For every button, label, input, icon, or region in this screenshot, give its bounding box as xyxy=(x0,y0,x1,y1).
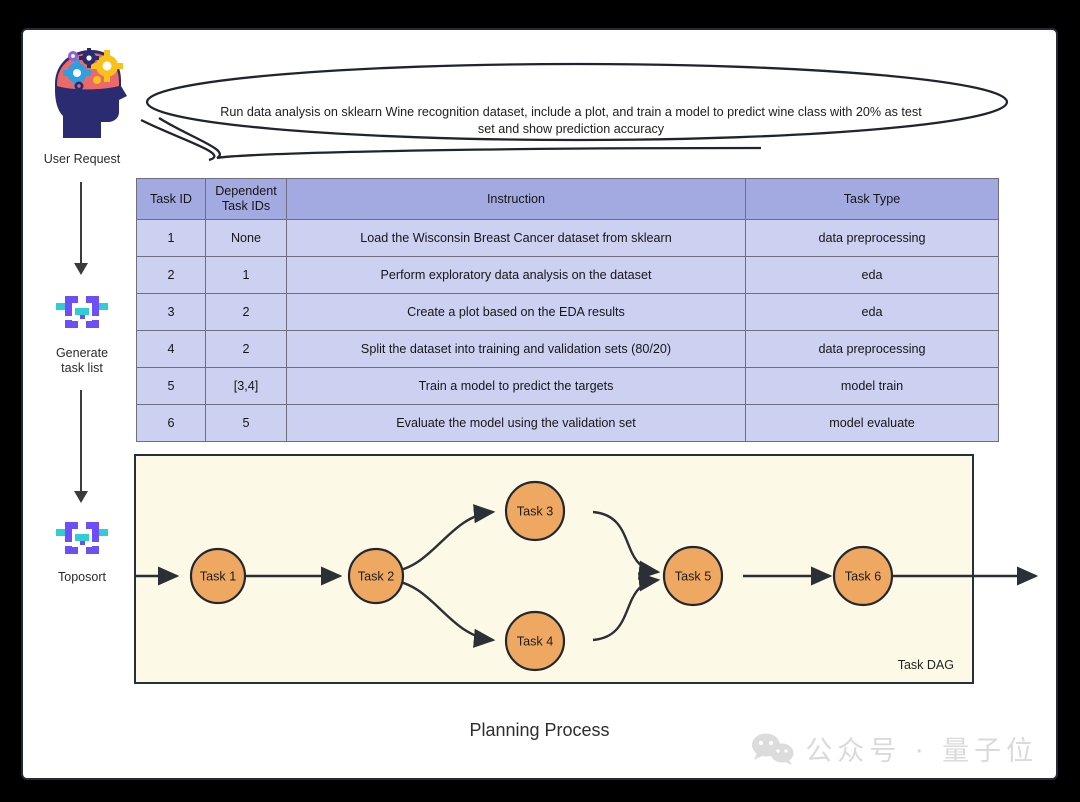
cell-task-id: 4 xyxy=(136,330,206,368)
watermark: 公众号 · 量子位 xyxy=(751,729,1038,768)
cell-task-type: eda xyxy=(745,256,999,294)
column-header-instruction: Instruction xyxy=(286,178,746,220)
dag-edge-2-3 xyxy=(389,504,496,574)
cell-task-id: 1 xyxy=(136,219,206,257)
wechat-icon xyxy=(752,733,794,765)
rail-label-line-2: task list xyxy=(61,361,103,375)
watermark-text: 公众号 · 量子位 xyxy=(805,736,1038,767)
dag-node-label: Task 5 xyxy=(675,569,711,583)
dag-node-label: Task 1 xyxy=(200,569,236,583)
cell-deps: 5 xyxy=(205,404,287,442)
dag-node-label: Task 6 xyxy=(845,569,881,583)
page-title: Planning Process xyxy=(469,720,610,740)
dag-node-task-4[interactable]: Task 4 xyxy=(504,610,566,672)
cell-instruction: Create a plot based on the EDA results xyxy=(286,293,746,331)
speech-bubble-icon xyxy=(140,62,1009,162)
cell-task-type: model train xyxy=(745,367,999,405)
user-request-bubble: Run data analysis on sklearn Wine recogn… xyxy=(121,58,1026,168)
task-list-table: Task ID Dependent Task IDs Instruction T… xyxy=(136,178,999,442)
cell-instruction: Train a model to predict the targets xyxy=(286,367,746,405)
cell-task-id: 6 xyxy=(136,404,206,442)
cell-instruction: Load the Wisconsin Breast Cancer dataset… xyxy=(286,219,746,257)
cell-task-type: data preprocessing xyxy=(745,219,999,257)
main-card: User Request xyxy=(21,28,1058,780)
cell-deps: 2 xyxy=(205,330,287,368)
table-row: 1 None Load the Wisconsin Breast Cancer … xyxy=(136,219,999,257)
dag-node-label: Task 3 xyxy=(517,504,553,518)
ai-brackets-icon xyxy=(23,292,141,337)
cell-deps: 1 xyxy=(205,256,287,294)
dag-edge-3-5 xyxy=(592,510,661,580)
dag-edge-4-5 xyxy=(592,572,661,642)
table-row: 3 2 Create a plot based on the EDA resul… xyxy=(136,293,999,331)
table-row: 5 [3,4] Train a model to predict the tar… xyxy=(136,367,999,405)
process-rail: User Request xyxy=(23,30,141,778)
column-header-dependent-task-ids: Dependent Task IDs xyxy=(205,178,287,220)
cell-task-id: 2 xyxy=(136,256,206,294)
cell-task-type: eda xyxy=(745,293,999,331)
table-header-row: Task ID Dependent Task IDs Instruction T… xyxy=(136,178,999,220)
cell-task-id: 5 xyxy=(136,367,206,405)
dag-node-task-5[interactable]: Task 5 xyxy=(662,545,724,607)
column-header-line-1: Dependent xyxy=(215,184,277,198)
cell-instruction: Perform exploratory data analysis on the… xyxy=(286,256,746,294)
cell-task-type: model evaluate xyxy=(745,404,999,442)
rail-label-generate-task-list: Generate task list xyxy=(23,346,141,376)
cell-deps: [3,4] xyxy=(205,367,287,405)
cell-instruction: Split the dataset into training and vali… xyxy=(286,330,746,368)
column-header-line-2: Task IDs xyxy=(221,199,271,213)
ai-brackets-icon-2 xyxy=(23,518,141,563)
dag-edge-2-4 xyxy=(389,578,496,648)
rail-label-toposort: Toposort xyxy=(58,570,106,584)
cell-instruction: Evaluate the model using the validation … xyxy=(286,404,746,442)
rail-label-line-1: Generate xyxy=(55,346,109,360)
dag-caption: Task DAG xyxy=(897,658,954,672)
rail-arrow-2 xyxy=(74,390,88,503)
dag-node-label: Task 4 xyxy=(517,634,553,648)
cell-deps: None xyxy=(205,219,287,257)
dag-node-task-2[interactable]: Task 2 xyxy=(347,547,405,605)
dag-node-task-6[interactable]: Task 6 xyxy=(832,545,894,607)
column-header-task-id: Task ID xyxy=(136,178,206,220)
table-row: 4 2 Split the dataset into training and … xyxy=(136,330,999,368)
rail-arrow-1 xyxy=(74,182,88,275)
brain-gears-icon xyxy=(23,38,141,149)
table-row: 6 5 Evaluate the model using the validat… xyxy=(136,404,999,442)
rail-label-user-request: User Request xyxy=(43,152,121,166)
user-request-text: Run data analysis on sklearn Wine recogn… xyxy=(220,105,922,136)
cell-deps: 2 xyxy=(205,293,287,331)
dag-node-label: Task 2 xyxy=(358,569,394,583)
table-row: 2 1 Perform exploratory data analysis on… xyxy=(136,256,999,294)
dag-node-task-1[interactable]: Task 1 xyxy=(189,547,247,605)
dag-node-task-3[interactable]: Task 3 xyxy=(504,480,566,542)
cell-task-id: 3 xyxy=(136,293,206,331)
cell-task-type: data preprocessing xyxy=(745,330,999,368)
task-dag-graph: Task 1 Task 2 Task 3 Task 4 Task 5 Task … xyxy=(134,480,1038,672)
column-header-task-type: Task Type xyxy=(745,178,999,220)
